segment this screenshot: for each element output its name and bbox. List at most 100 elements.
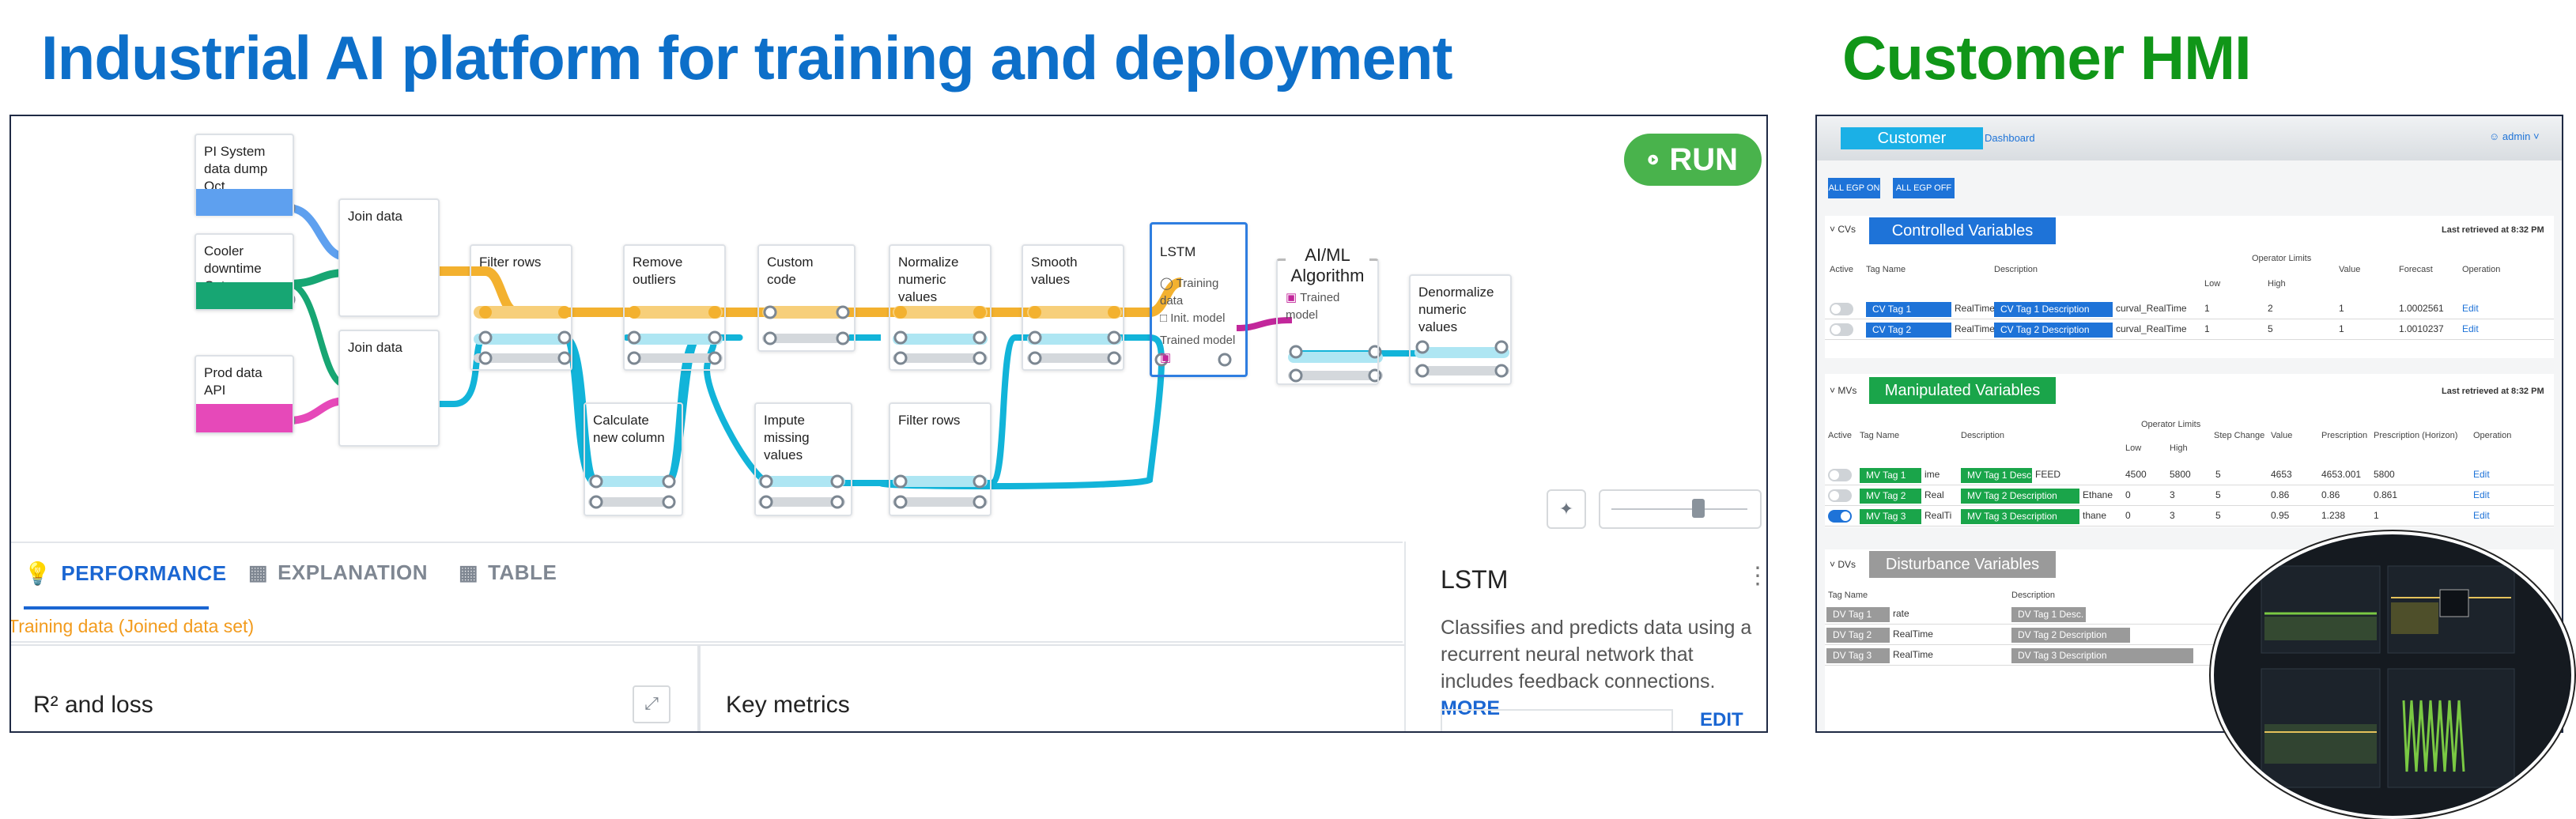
- source-cooler-bar: [196, 282, 293, 309]
- lstm-title: LSTM: [1160, 244, 1196, 259]
- more-link[interactable]: MORE: [1441, 697, 1500, 719]
- tab-dashboard[interactable]: Dashboard: [1985, 132, 2035, 144]
- mv-row-1-prescription: 4653.001: [2321, 469, 2362, 480]
- dataset-subtitle: Training data (Joined data set): [9, 616, 255, 636]
- node-ai-ml-algorithm[interactable]: AI/ML Algorithm ▣ Trained model: [1276, 245, 1379, 385]
- cv-abbr: CVs: [1838, 224, 1856, 235]
- hmi-header: Customer Dashboard ☺ admin ˅: [1817, 116, 2562, 160]
- node-remove-outliers[interactable]: Remove outliers: [623, 244, 726, 371]
- mv-row-2-horizon: 0.861: [2374, 489, 2398, 500]
- dv-collapse-toggle[interactable]: ˅ DVs: [1830, 559, 1856, 570]
- cv-col-tag: Tag Name: [1866, 265, 1906, 274]
- mv-col-prescription: Prescription: [2321, 431, 2368, 440]
- dv-row-3-tag: DV Tag 3: [1826, 648, 1890, 663]
- mv-row-2-step: 5: [2215, 489, 2221, 500]
- zoom-slider-thumb[interactable]: [1692, 499, 1705, 518]
- tab-table-label: TABLE: [488, 560, 557, 584]
- cv-row-1-low: 1: [2204, 303, 2210, 314]
- dv-col-desc: Description: [2011, 591, 2056, 600]
- node-label: Join data: [348, 209, 402, 224]
- tab-customer-label: Customer: [1877, 130, 1947, 147]
- mv-last-retrieved: Last retrieved at 8:32 PM: [2442, 387, 2544, 396]
- mv-row-3-toggle[interactable]: [1828, 510, 1852, 523]
- all-egp-off-button[interactable]: ALL EGP OFF: [1893, 178, 1955, 198]
- hmi-heading: Customer HMI: [1842, 23, 2252, 92]
- mv-row-2-high: 3: [2170, 489, 2175, 500]
- cv-section: ˅ CVs Controlled Variables Last retrieve…: [1825, 216, 2554, 358]
- expand-button[interactable]: ⤢: [633, 685, 670, 723]
- mv-row-1-low: 4500: [2125, 469, 2147, 480]
- mv-row-3-high: 3: [2170, 510, 2175, 521]
- node-label: Join data: [348, 340, 402, 355]
- mv-row-1-edit[interactable]: Edit: [2473, 469, 2490, 480]
- all-egp-on-button[interactable]: ALL EGP ON: [1828, 178, 1880, 198]
- cv-row-2-value: 1: [2339, 323, 2344, 334]
- node-impute-missing[interactable]: Impute missing values: [754, 402, 852, 516]
- cv-row-1-tag: CV Tag 1: [1866, 302, 1951, 317]
- node-smooth-values[interactable]: Smooth values: [1022, 244, 1124, 371]
- node-join-data-2[interactable]: Join data: [338, 330, 440, 447]
- mv-row-3-edit[interactable]: Edit: [2473, 510, 2490, 521]
- source-cooler[interactable]: Cooler downtime Oct: [195, 233, 294, 311]
- tab-customer[interactable]: Customer: [1841, 127, 1983, 149]
- r2-loss-card: R² and loss ⤢: [11, 644, 699, 731]
- r2-loss-title: R² and loss: [33, 692, 153, 718]
- node-denormalize[interactable]: Denormalize numeric values: [1409, 274, 1512, 385]
- node-normalize[interactable]: Normalize numeric values: [889, 244, 991, 371]
- cv-row-1-edit[interactable]: Edit: [2462, 303, 2479, 314]
- run-button[interactable]: RUN: [1624, 134, 1762, 186]
- edit-link[interactable]: EDIT: [1700, 709, 1743, 730]
- link-pi-join: [287, 204, 347, 261]
- key-metrics-title: Key metrics: [726, 692, 850, 718]
- node-calculate-new-column[interactable]: Calculate new column: [584, 402, 683, 516]
- cv-row-2-desc-suffix: curval_RealTime: [2116, 323, 2187, 334]
- cv-col-desc: Description: [1994, 265, 2038, 274]
- mv-section: ˅ MVs Manipulated Variables Last retriev…: [1825, 374, 2554, 527]
- mv-row-2-toggle[interactable]: [1828, 489, 1852, 502]
- tab-explanation[interactable]: ▦ EXPLANATION: [248, 560, 428, 585]
- node-filter-rows-1[interactable]: Filter rows: [470, 244, 572, 371]
- node-custom-code[interactable]: Custom code: [757, 244, 856, 352]
- node-lstm[interactable]: LSTM ◯ Training data □ Init. model Train…: [1150, 222, 1248, 377]
- pipeline-editor-panel: PI System data dump Oct Cooler downtime …: [9, 115, 1768, 733]
- mv-row-1-toggle[interactable]: [1828, 469, 1852, 481]
- node-filter-rows-2[interactable]: Filter rows: [889, 402, 991, 516]
- cv-col-low: Low: [2204, 279, 2221, 289]
- node-label: Denormalize numeric values: [1418, 285, 1494, 334]
- mv-collapse-toggle[interactable]: ˅ MVs: [1830, 385, 1857, 396]
- key-metrics-card: Key metrics: [699, 644, 1411, 731]
- source-pi-bar: [196, 189, 293, 216]
- cv-row-2-low: 1: [2204, 323, 2210, 334]
- zoom-slider[interactable]: [1599, 489, 1762, 529]
- cv-row-1-high: 2: [2268, 303, 2273, 314]
- magic-wand-button[interactable]: ✦: [1547, 489, 1586, 529]
- tab-table[interactable]: ▦ TABLE: [459, 560, 557, 585]
- cv-collapse-toggle[interactable]: ˅ CVs: [1830, 224, 1856, 235]
- node-join-data-1[interactable]: Join data: [338, 198, 440, 317]
- cv-row-1-toggle[interactable]: [1830, 303, 1853, 315]
- mv-row-1-tag: MV Tag 1: [1860, 468, 1921, 483]
- cv-row-2-toggle[interactable]: [1830, 323, 1853, 336]
- mv-row-2-edit[interactable]: Edit: [2473, 489, 2490, 500]
- tab-performance[interactable]: 💡 PERFORMANCE: [24, 560, 227, 610]
- user-icon: ☺: [2489, 130, 2500, 142]
- cv-title: Controlled Variables: [1869, 217, 2056, 244]
- play-icon: [1648, 154, 1658, 165]
- mv-row-3-low: 0: [2125, 510, 2131, 521]
- cv-row-2-edit[interactable]: Edit: [2462, 323, 2479, 334]
- ai-trained-label: Trained model: [1286, 291, 1340, 322]
- more-options-icon[interactable]: ⋮: [1746, 563, 1768, 589]
- admin-menu[interactable]: ☺ admin ˅: [2489, 130, 2540, 142]
- source-prod-api[interactable]: Prod data API: [195, 355, 294, 434]
- cv-row: CV Tag 1 RealTime CV Tag 1 Description c…: [1825, 300, 2554, 319]
- info-title: LSTM: [1441, 565, 1509, 594]
- mv-row-2-desc: MV Tag 2 Description: [1961, 489, 2079, 504]
- cv-row-1-forecast: 1.0002561: [2399, 303, 2444, 314]
- cv-col-op: Operator Limits: [2252, 254, 2312, 263]
- mv-row-2-tag: MV Tag 2: [1860, 489, 1921, 504]
- mv-row-2-low: 0: [2125, 489, 2131, 500]
- dashboard-graphs: [2261, 565, 2515, 788]
- source-pi-system[interactable]: PI System data dump Oct: [195, 134, 294, 216]
- mv-row-3-step: 5: [2215, 510, 2221, 521]
- cv-col-value: Value: [2339, 265, 2361, 274]
